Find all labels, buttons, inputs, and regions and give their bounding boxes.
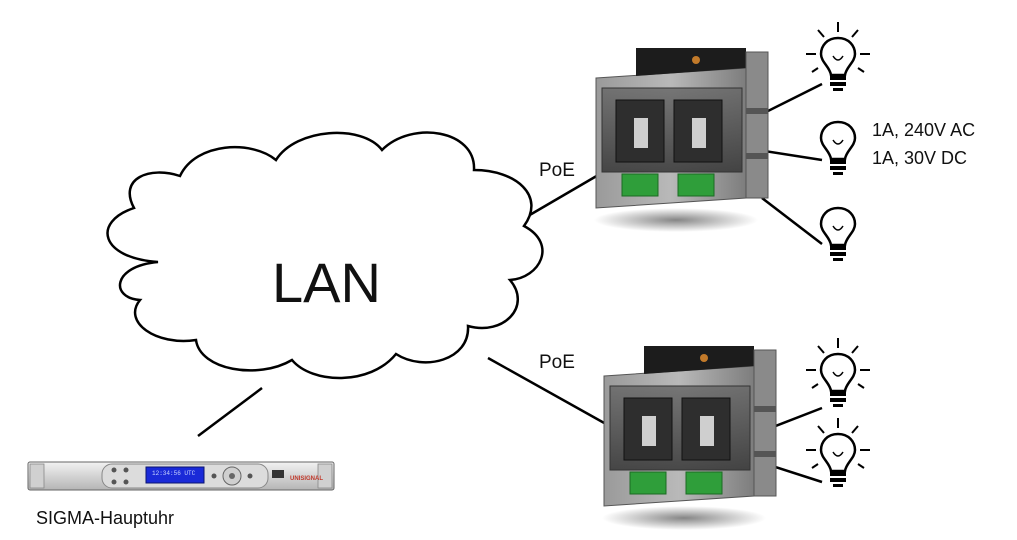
master-clock-device — [27, 461, 335, 491]
lightbulb-icon — [819, 120, 857, 177]
relay-rating-dc: 1A, 30V DC — [872, 148, 968, 168]
link-lan-module-lower — [487, 356, 607, 426]
lightbulb-icon — [819, 206, 857, 263]
master-clock-label: SIGMA-Hauptuhr — [36, 508, 175, 528]
lan-label: LAN — [272, 251, 381, 314]
lightbulb-icon — [805, 337, 871, 409]
relay-rating-ac: 1A, 240V AC — [872, 120, 976, 140]
link-upper-bulb-2 — [757, 148, 823, 162]
relay-module-lower — [601, 345, 777, 531]
link-upper-bulb-1 — [757, 82, 823, 118]
clock-display-text: 12:34:56 UTC — [152, 470, 196, 477]
lightbulb-icon — [805, 417, 871, 489]
poe-label-upper: PoE — [539, 160, 575, 181]
brand-logo: UNISIGNAL — [290, 476, 323, 482]
link-upper-bulb-3 — [761, 197, 823, 245]
lan-cloud — [106, 131, 544, 380]
lightbulb-icon — [805, 21, 871, 93]
link-lan-module-upper — [527, 172, 601, 218]
poe-label-lower: PoE — [539, 352, 575, 373]
link-clock-lan — [197, 387, 263, 437]
relay-module-upper — [593, 47, 769, 233]
